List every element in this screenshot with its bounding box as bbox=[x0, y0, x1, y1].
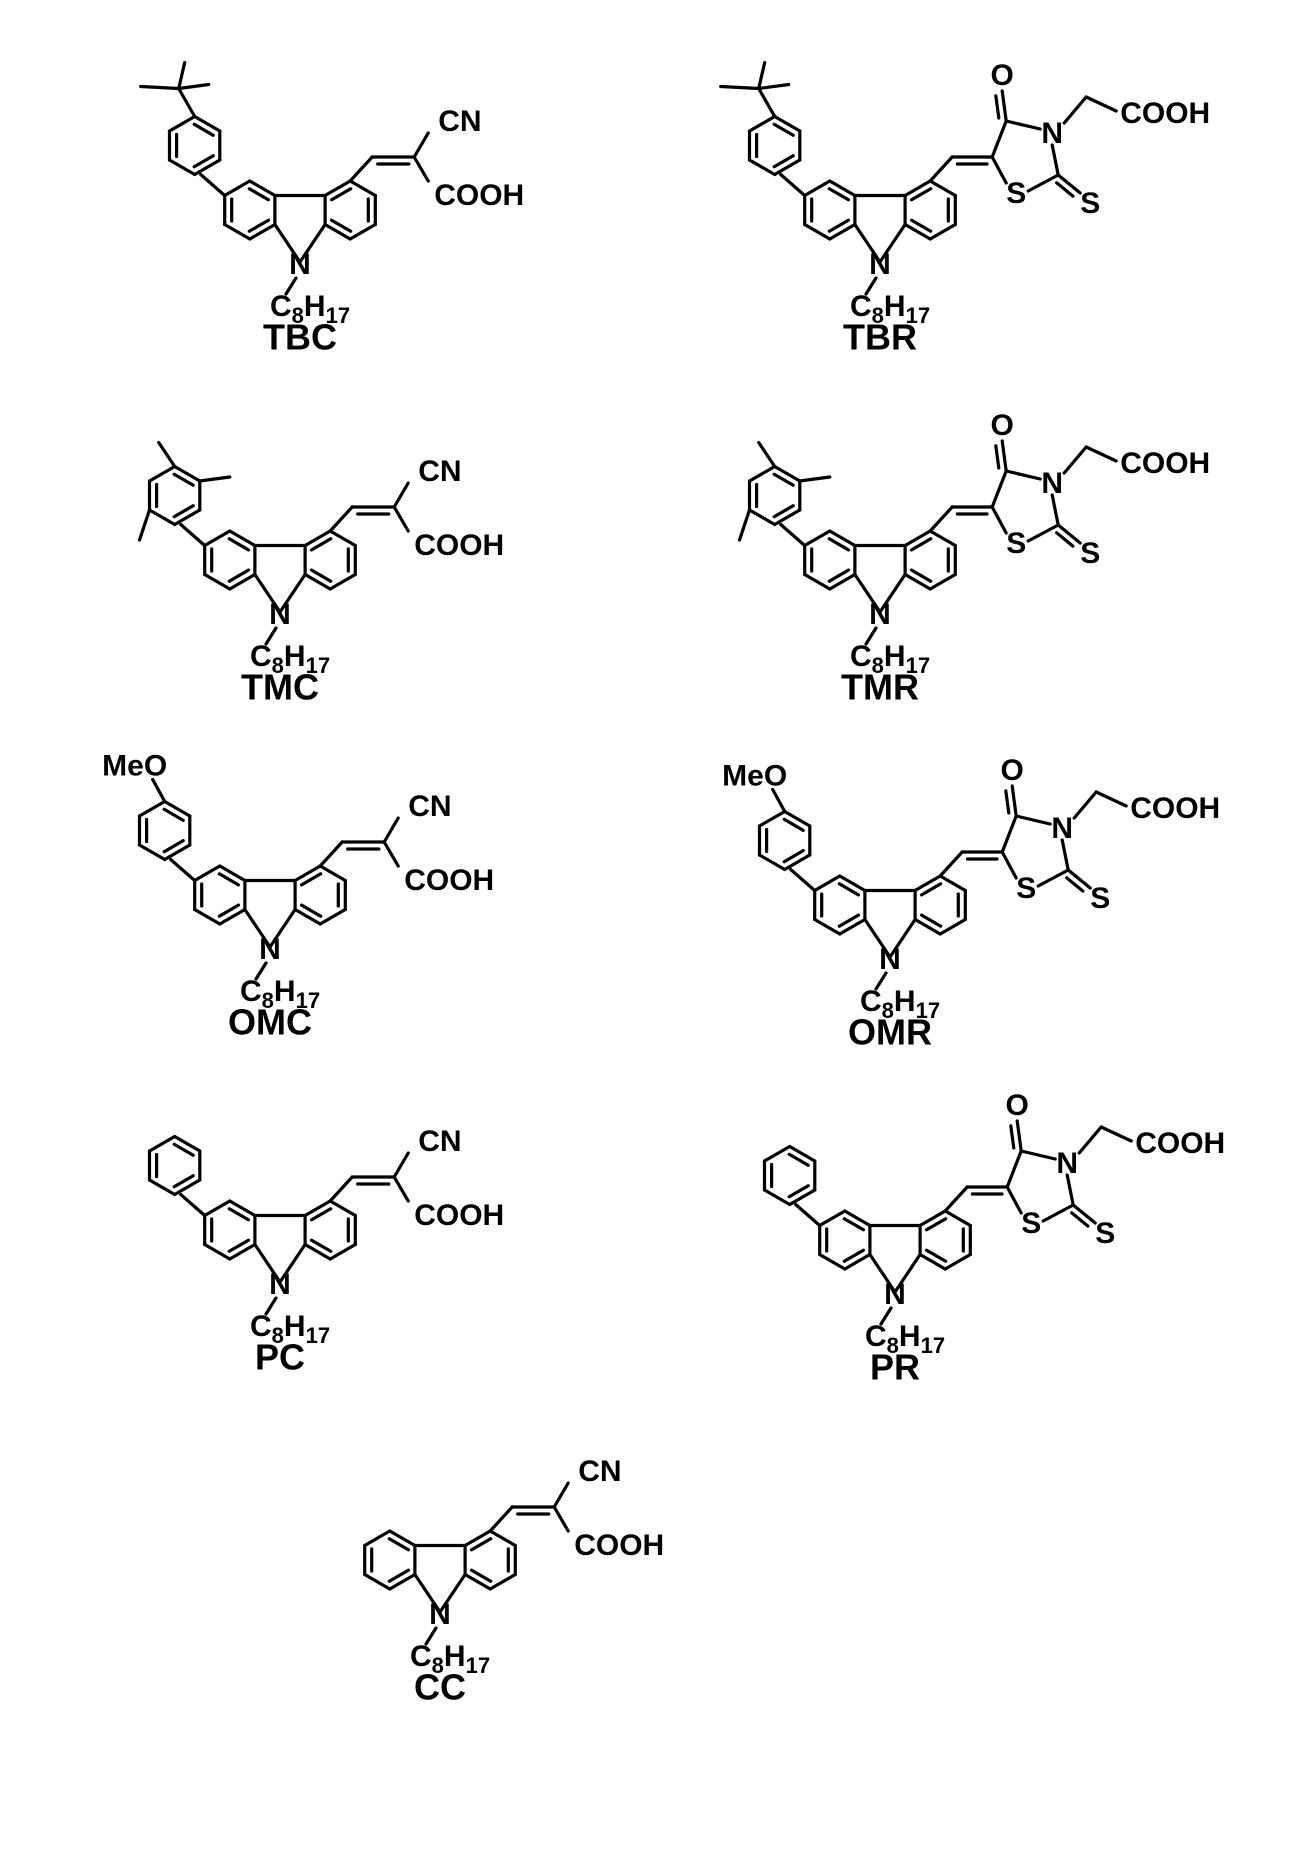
ring-sulfur: S bbox=[1006, 527, 1026, 560]
octyl-chain-label: C8H17 bbox=[850, 290, 930, 328]
octyl-chain-label: C8H17 bbox=[850, 640, 930, 678]
octyl-chain-label: C8H17 bbox=[270, 290, 350, 328]
carbonyl-oxygen: O bbox=[991, 59, 1014, 92]
ring-sulfur: S bbox=[1021, 1207, 1041, 1240]
compound-label: OMC bbox=[228, 1002, 312, 1043]
methoxy-label: MeO bbox=[102, 749, 167, 782]
carboxylic-acid-label: COOH bbox=[574, 1529, 664, 1562]
compound-label: CC bbox=[414, 1667, 466, 1708]
thione-sulfur: S bbox=[1095, 1217, 1115, 1250]
compound-label: PC bbox=[255, 1337, 305, 1378]
carbazole-nitrogen: N bbox=[269, 598, 291, 631]
octyl-chain-label: C8H17 bbox=[860, 985, 940, 1023]
carbonyl-oxygen: O bbox=[991, 409, 1014, 442]
thione-sulfur: S bbox=[1090, 882, 1110, 915]
carbazole-nitrogen: N bbox=[269, 1268, 291, 1301]
carbazole-nitrogen: N bbox=[289, 248, 311, 281]
compound-label: PR bbox=[870, 1347, 920, 1388]
compound-label: OMR bbox=[848, 1012, 932, 1053]
methoxy-label: MeO bbox=[722, 759, 787, 792]
carbazole-nitrogen: N bbox=[884, 1278, 906, 1311]
carboxylic-acid-label: COOH bbox=[1130, 792, 1220, 825]
cyano-label: CN bbox=[438, 105, 481, 138]
carbazole-nitrogen: N bbox=[879, 943, 901, 976]
carboxylic-acid-label: COOH bbox=[414, 529, 504, 562]
cyano-label: CN bbox=[408, 790, 451, 823]
thione-sulfur: S bbox=[1080, 187, 1100, 220]
cyano-label: CN bbox=[418, 455, 461, 488]
carboxylic-acid-label: COOH bbox=[1120, 97, 1210, 130]
cyano-label: CN bbox=[578, 1455, 621, 1488]
cyano-label: CN bbox=[418, 1125, 461, 1158]
rhodanine-nitrogen: N bbox=[1051, 812, 1073, 845]
compound-label: TMR bbox=[841, 667, 919, 708]
carboxylic-acid-label: COOH bbox=[404, 864, 494, 897]
compound-label: TMC bbox=[241, 667, 319, 708]
rhodanine-nitrogen: N bbox=[1041, 117, 1063, 150]
octyl-chain-label: C8H17 bbox=[240, 975, 320, 1013]
ring-sulfur: S bbox=[1016, 872, 1036, 905]
thione-sulfur: S bbox=[1080, 537, 1100, 570]
carboxylic-acid-label: COOH bbox=[1135, 1127, 1225, 1160]
octyl-chain-label: C8H17 bbox=[865, 1320, 945, 1358]
carbazole-nitrogen: N bbox=[429, 1598, 451, 1631]
compound-label: TBR bbox=[843, 317, 917, 358]
carboxylic-acid-label: COOH bbox=[414, 1199, 504, 1232]
octyl-chain-label: C8H17 bbox=[250, 640, 330, 678]
compound-label: TBC bbox=[263, 317, 337, 358]
carboxylic-acid-label: COOH bbox=[1120, 447, 1210, 480]
rhodanine-nitrogen: N bbox=[1056, 1147, 1078, 1180]
carbonyl-oxygen: O bbox=[1001, 754, 1024, 787]
ring-sulfur: S bbox=[1006, 177, 1026, 210]
octyl-chain-label: C8H17 bbox=[410, 1640, 490, 1678]
carbonyl-oxygen: O bbox=[1006, 1089, 1029, 1122]
carbazole-nitrogen: N bbox=[869, 248, 891, 281]
carboxylic-acid-label: COOH bbox=[434, 179, 524, 212]
carbazole-nitrogen: N bbox=[869, 598, 891, 631]
rhodanine-nitrogen: N bbox=[1041, 467, 1063, 500]
carbazole-nitrogen: N bbox=[259, 933, 281, 966]
octyl-chain-label: C8H17 bbox=[250, 1310, 330, 1348]
